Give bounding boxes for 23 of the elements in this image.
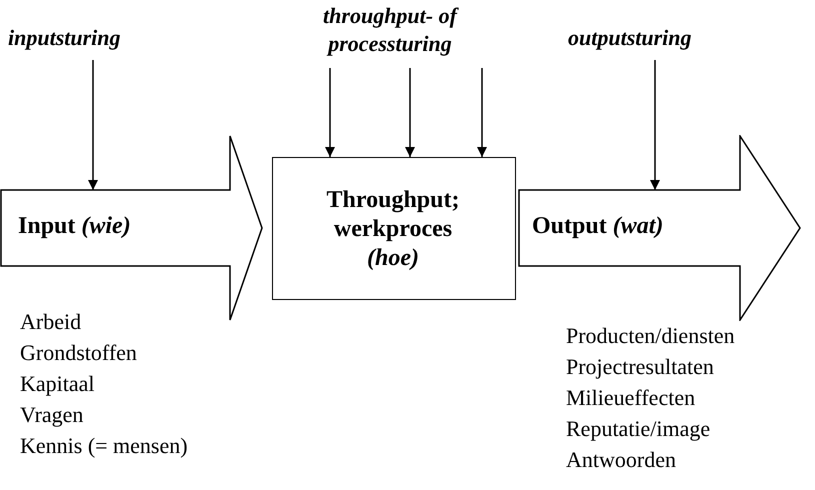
arrow-label: Input (wie) [18,213,132,240]
arrow [650,60,660,190]
heading-text: throughput- of processturing [300,2,480,64]
arrow [405,68,415,157]
list-item: Vragen [20,402,84,428]
process-box [272,157,516,300]
list-item: Arbeid [20,309,82,335]
list-item: Kapitaal [20,371,95,397]
arrow-label: Output (wat) [532,213,664,240]
list-item: Milieueffecten [566,385,696,411]
list-item: Kennis (= mensen) [20,433,188,459]
list-item: Reputatie/image [566,416,710,442]
list-item: Producten/diensten [566,323,735,349]
heading-text: outputsturing [568,24,728,56]
list-item: Grondstoffen [20,340,137,366]
list-item: Antwoorden [566,447,676,473]
arrow [325,68,335,157]
heading-text: inputsturing [8,24,158,56]
arrow [477,68,487,157]
box-label: Throughput; werkproces (hoe) [326,186,460,272]
list-item: Projectresultaten [566,354,714,380]
arrow [88,60,98,190]
block-arrow [518,135,802,321]
